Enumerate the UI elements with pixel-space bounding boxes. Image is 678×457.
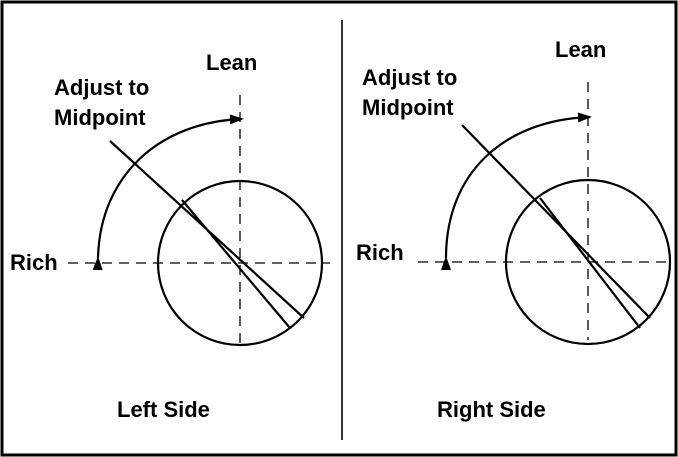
left-panel: Lean Adjust to Midpoint Rich Left Side [10,50,330,422]
adjust-label-line2: Midpoint [362,95,454,120]
right-panel: Lean Adjust to Midpoint Rich Right Side [356,37,672,422]
adjustment-arc-arrow [92,114,244,271]
rich-label: Rich [356,240,404,265]
lean-label: Lean [555,37,606,62]
adjust-label-line1: Adjust to [54,75,149,100]
adjust-label-line2: Midpoint [54,105,146,130]
adjust-label-line1: Adjust to [362,65,457,90]
rich-label: Rich [10,250,58,275]
lean-label: Lean [206,50,257,75]
adjustment-arc-arrow [440,112,592,271]
side-label: Right Side [437,397,546,422]
side-label: Left Side [117,397,210,422]
